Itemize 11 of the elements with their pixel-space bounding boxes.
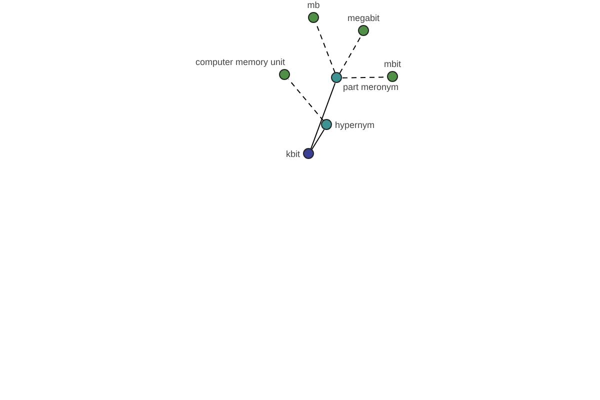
node-label: kbit bbox=[286, 149, 300, 159]
connector-line bbox=[311, 129, 325, 150]
node-label: hypernym bbox=[335, 120, 375, 130]
node-label: part meronym bbox=[343, 82, 399, 92]
node-label: computer memory unit bbox=[195, 57, 285, 67]
connector-line bbox=[288, 78, 324, 122]
connector-line bbox=[310, 82, 336, 150]
connector-line bbox=[339, 35, 362, 74]
node-label: mb bbox=[307, 0, 320, 10]
node-label: mbit bbox=[384, 59, 401, 69]
node-label: megabit bbox=[347, 13, 380, 23]
